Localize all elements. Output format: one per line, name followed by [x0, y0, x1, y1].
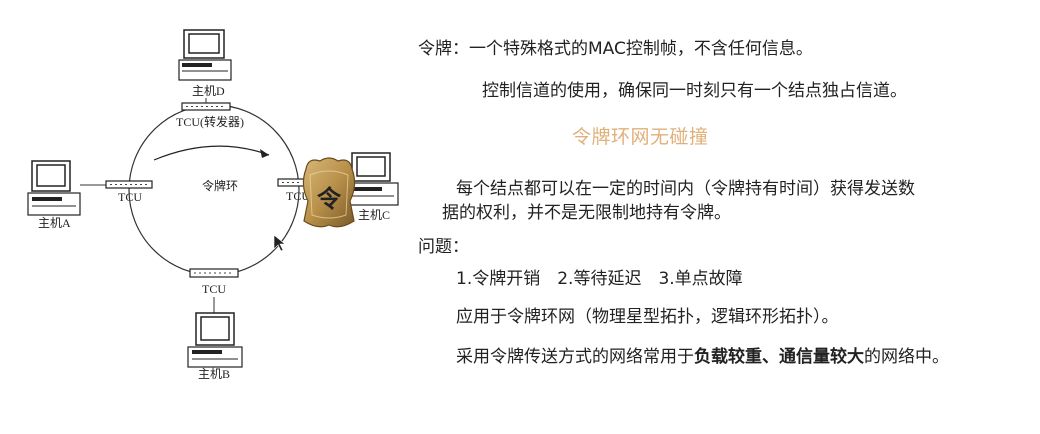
host-a-icon — [27, 160, 81, 216]
mouse-cursor-icon — [273, 234, 286, 252]
tcu-left-label: TCU — [118, 190, 142, 204]
ring-label: 令牌环 — [202, 178, 238, 193]
direction-arrowhead — [260, 149, 269, 158]
host-a-label: 主机A — [38, 216, 71, 230]
usage-bold: 负载较重、通信量较大 — [694, 347, 864, 367]
problems-list: 1.令牌开销 2.等待延迟 3.单点故障 — [456, 269, 743, 289]
host-b-label: 主机B — [198, 367, 230, 381]
host-b-icon — [187, 312, 243, 368]
application-line: 应用于令牌环网（物理星型拓扑，逻辑环形拓扑）。 — [456, 307, 839, 327]
usage-line: 采用令牌传送方式的网络常用于负载较重、通信量较大的网络中。 — [456, 346, 949, 368]
host-c-icon — [347, 152, 399, 206]
token-purpose: 控制信道的使用，确保同一时刻只有一个结点独占信道。 — [482, 81, 907, 101]
problems-label: 问题： — [418, 237, 469, 257]
usage-prefix: 采用令牌传送方式的网络常用于 — [456, 347, 694, 367]
no-collision-heading: 令牌环网无碰撞 — [572, 126, 709, 148]
usage-suffix: 的网络中。 — [864, 347, 949, 367]
tcu-bottom-label: TCU — [202, 282, 226, 296]
tcu-bottom — [189, 268, 239, 278]
token-medallion-icon: 令 — [302, 157, 356, 228]
holding-line-2: 据的权利，并不是无限制地持有令牌。 — [442, 203, 731, 223]
token-ring-diagram: 令牌环 主机D TCU(转发器) 主机A TCU — [24, 25, 404, 385]
tcu-top — [181, 102, 231, 111]
tcu-left — [105, 180, 153, 189]
holding-line-1: 每个结点都可以在一定的时间内（令牌持有时间）获得发送数 — [456, 179, 915, 199]
direction-arrow — [153, 145, 270, 161]
token-glyph: 令 — [317, 184, 342, 213]
host-d-label: 主机D — [192, 84, 225, 98]
host-d-icon — [178, 29, 232, 81]
token-definition: 令牌：一个特殊格式的MAC控制帧，不含任何信息。 — [418, 39, 813, 59]
host-c-label: 主机C — [358, 208, 390, 222]
token-ring-svg: 令牌环 主机D TCU(转发器) 主机A TCU — [27, 29, 399, 381]
tcu-top-label: TCU(转发器) — [176, 114, 244, 129]
